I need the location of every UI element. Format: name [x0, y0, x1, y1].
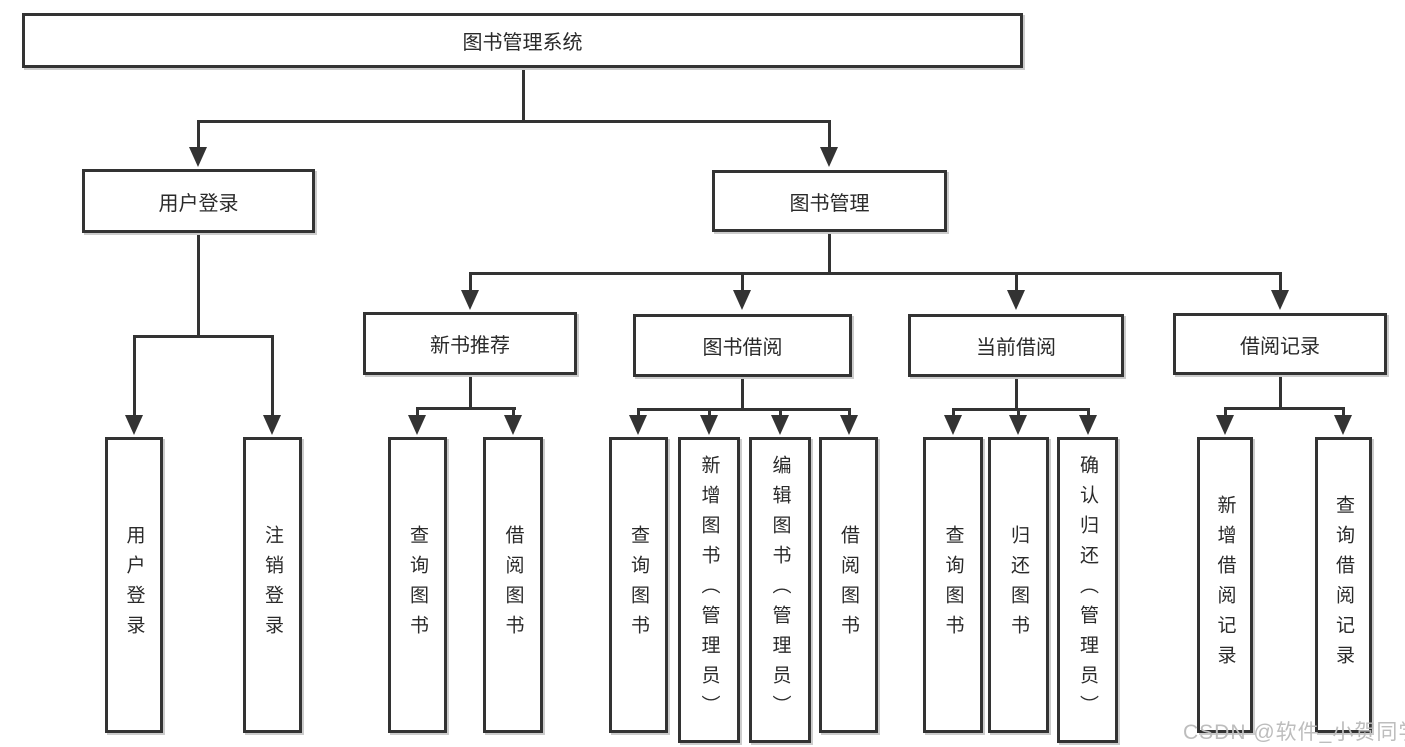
- arrow-down-icon: [125, 415, 143, 435]
- connector-line: [637, 408, 640, 419]
- node-user-login: 用户登录: [82, 169, 315, 233]
- node-leaf-query-borrow-record: 查询借阅记录: [1315, 437, 1372, 733]
- records-children-bar: [1224, 407, 1345, 410]
- connector-line: [848, 408, 851, 419]
- node-leaf-query-books-recommend: 查询图书: [388, 437, 447, 733]
- arrow-down-icon: [944, 415, 962, 435]
- connector-line: [708, 408, 711, 419]
- connector-line: [828, 120, 831, 150]
- arrow-down-icon: [840, 415, 858, 435]
- borrow-stem-line: [741, 377, 744, 411]
- node-current-borrowing: 当前借阅: [908, 314, 1124, 377]
- connector-line: [469, 272, 472, 293]
- arrow-down-icon: [263, 415, 281, 435]
- leaf-label: 注销登录: [262, 525, 283, 645]
- leaf-label: 编辑图书（管理员）: [769, 455, 791, 725]
- arrow-down-icon: [461, 290, 479, 310]
- arrow-down-icon: [1079, 415, 1097, 435]
- node-new-book-recommend-label: 新书推荐: [430, 335, 510, 357]
- node-leaf-logout: 注销登录: [243, 437, 302, 733]
- node-leaf-add-borrow-record: 新增借阅记录: [1197, 437, 1253, 733]
- login-children-bar: [133, 335, 274, 338]
- current-stem-line: [1015, 377, 1018, 411]
- node-leaf-edit-books-admin: 编辑图书（管理员）: [749, 437, 811, 743]
- records-stem-line: [1279, 375, 1282, 410]
- node-leaf-confirm-return-admin: 确认归还（管理员）: [1057, 437, 1118, 743]
- node-borrowing-records-label: 借阅记录: [1240, 335, 1320, 358]
- connector-line: [416, 407, 419, 419]
- arrow-down-icon: [1271, 290, 1289, 310]
- connector-line: [1279, 272, 1282, 293]
- connector-line: [952, 408, 955, 419]
- arrow-down-icon: [820, 147, 838, 167]
- root-children-bar: [197, 120, 831, 123]
- node-new-book-recommend: 新书推荐: [363, 312, 577, 375]
- arrow-down-icon: [700, 415, 718, 435]
- recommend-children-bar: [416, 407, 516, 410]
- node-current-borrowing-label: 当前借阅: [976, 337, 1056, 359]
- current-children-bar: [952, 408, 1090, 411]
- arrow-down-icon: [733, 290, 751, 310]
- leaf-label: 归还图书: [1008, 525, 1029, 645]
- login-stem-line: [197, 233, 200, 338]
- arrow-down-icon: [1216, 415, 1234, 435]
- connector-line: [1224, 407, 1227, 419]
- leaf-label: 查询图书: [407, 525, 428, 645]
- arrow-down-icon: [504, 415, 522, 435]
- connector-line: [271, 335, 274, 417]
- arrow-down-icon: [408, 415, 426, 435]
- node-borrowing-records: 借阅记录: [1173, 313, 1387, 375]
- node-leaf-borrow-books: 借阅图书: [819, 437, 878, 733]
- borrow-children-bar: [637, 408, 851, 411]
- connector-line: [1017, 408, 1020, 419]
- arrow-down-icon: [1009, 415, 1027, 435]
- node-leaf-borrow-books-recommend: 借阅图书: [483, 437, 543, 733]
- node-root: 图书管理系统: [22, 13, 1023, 68]
- leaf-label: 新增借阅记录: [1214, 495, 1236, 675]
- node-leaf-query-books-current: 查询图书: [923, 437, 983, 733]
- connector-line: [1087, 408, 1090, 419]
- leaf-label: 借阅图书: [838, 525, 859, 645]
- node-leaf-add-books-admin: 新增图书（管理员）: [678, 437, 740, 743]
- arrow-down-icon: [1007, 290, 1025, 310]
- node-book-management-label: 图书管理: [789, 192, 870, 215]
- recommend-stem-line: [469, 375, 472, 410]
- node-root-label: 图书管理系统: [462, 32, 583, 54]
- leaf-label: 查询借阅记录: [1333, 495, 1354, 675]
- connector-line: [197, 120, 200, 150]
- leaf-label: 用户登录: [123, 525, 145, 645]
- mgmt-stem-line: [828, 232, 831, 275]
- csdn-watermark: CSDN @软件_小贺同学: [1183, 721, 1405, 744]
- leaf-label: 查询图书: [942, 525, 964, 645]
- leaf-label: 确认归还（管理员）: [1077, 455, 1098, 725]
- node-book-management: 图书管理: [712, 170, 947, 232]
- arrow-down-icon: [629, 415, 647, 435]
- node-user-login-label: 用户登录: [158, 192, 239, 215]
- connector-line: [133, 335, 136, 417]
- node-leaf-return-books: 归还图书: [988, 437, 1049, 733]
- root-stem-line: [522, 68, 525, 123]
- node-book-borrowing: 图书借阅: [633, 314, 852, 377]
- arrow-down-icon: [771, 415, 789, 435]
- node-book-borrowing-label: 图书借阅: [702, 337, 783, 359]
- leaf-label: 借阅图书: [502, 525, 524, 645]
- connector-line: [1015, 272, 1018, 293]
- connector-line: [1342, 407, 1345, 419]
- leaf-label: 查询图书: [628, 525, 649, 645]
- mgmt-children-bar: [469, 272, 1282, 275]
- node-leaf-user-login: 用户登录: [105, 437, 163, 733]
- arrow-down-icon: [1334, 415, 1352, 435]
- node-leaf-query-books-borrow: 查询图书: [609, 437, 668, 733]
- leaf-label: 新增图书（管理员）: [698, 455, 720, 725]
- arrow-down-icon: [189, 147, 207, 167]
- connector-line: [512, 407, 515, 419]
- connector-line: [741, 272, 744, 293]
- connector-line: [779, 408, 782, 419]
